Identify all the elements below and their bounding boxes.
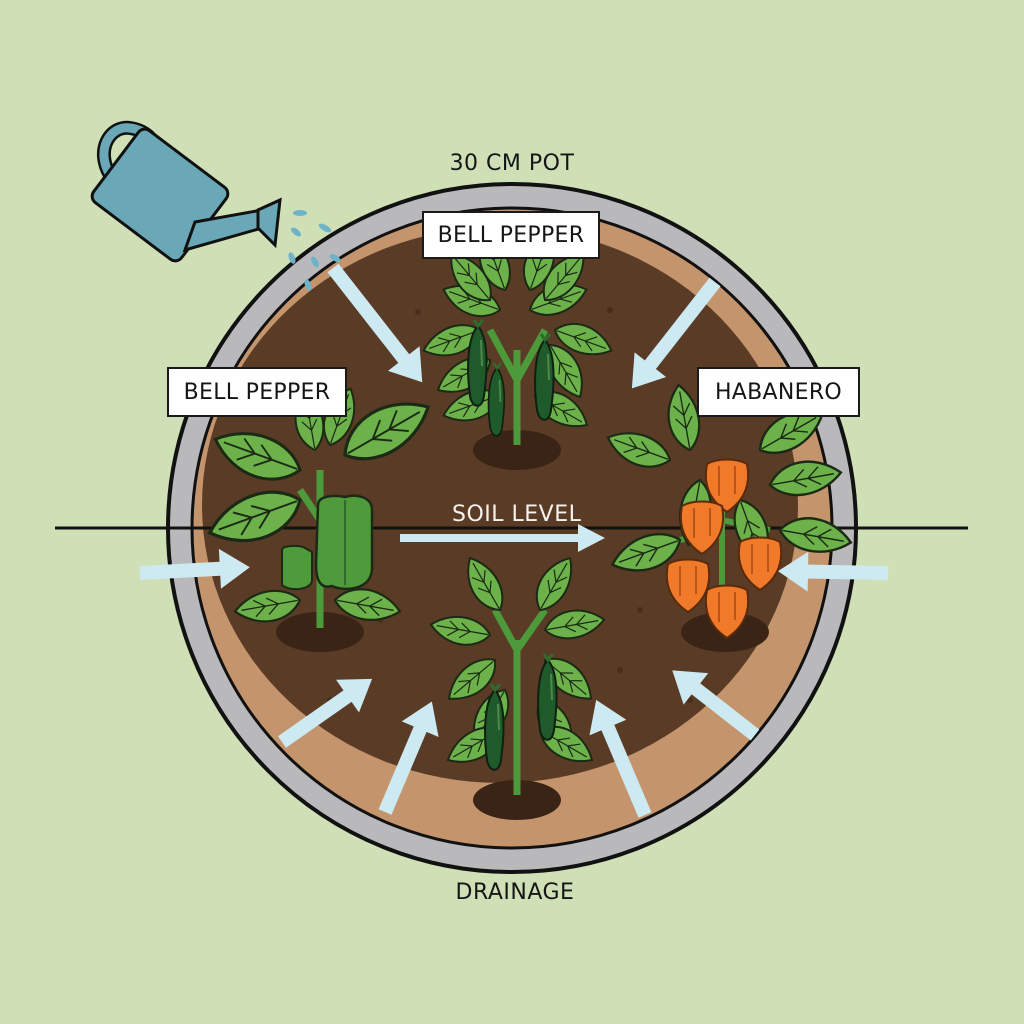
soil-level-label: SOIL LEVEL (452, 502, 582, 527)
plant-label-left: BELL PEPPER (167, 367, 347, 417)
arrow-icon (378, 701, 439, 815)
arrow-icon (139, 548, 250, 589)
plant-top (418, 227, 618, 445)
arrow-icon (400, 524, 605, 552)
arrow-icon (631, 277, 721, 389)
pot-size-label: 30 CM POT (449, 151, 575, 176)
arrow-icon (778, 551, 889, 592)
plant-label-top: BELL PEPPER (422, 211, 600, 259)
arrow-icon (589, 699, 652, 818)
water-arrows (139, 263, 889, 818)
arrow-icon (277, 678, 373, 748)
drainage-label: DRAINAGE (455, 880, 575, 905)
arrow-icon (672, 670, 760, 741)
plant-right (601, 381, 856, 639)
plant-label-right: HABANERO (697, 367, 860, 417)
arrow-icon (327, 263, 423, 383)
plant-left (201, 382, 440, 629)
plant-bottom (427, 549, 608, 795)
watering-can-icon (90, 120, 341, 291)
